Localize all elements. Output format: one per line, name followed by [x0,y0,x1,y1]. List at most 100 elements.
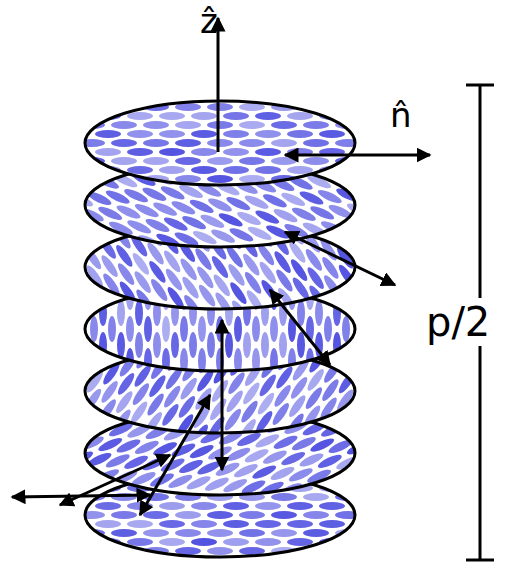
molecule [209,378,230,404]
disc-outline [85,287,355,371]
molecule [126,218,153,236]
molecule [191,538,217,546]
molecule [324,316,332,342]
molecule [241,380,262,406]
molecule [207,139,233,147]
molecule [90,316,98,342]
disc-fill [85,163,355,247]
molecule [175,157,201,165]
molecule [180,316,188,342]
molecule [223,148,249,156]
molecule [143,529,169,537]
molecule [270,401,291,427]
molecule [303,529,329,537]
molecule [225,332,233,358]
molecule [99,253,120,279]
molecule [239,157,265,165]
molecule [143,410,164,436]
molecule [127,130,153,138]
molecule [333,332,341,358]
molecule [176,394,197,420]
molecule [288,348,296,374]
molecule [171,332,179,358]
molecule [159,520,185,528]
molecule [178,376,199,402]
molecule [162,215,189,233]
molecule [130,381,151,407]
molecule [132,363,153,389]
molecule [207,332,215,358]
pitch-label: p/2 [424,298,492,346]
molecule [207,121,233,129]
disc-layer [68,407,373,499]
molecule [271,529,297,537]
molecule [198,316,206,342]
molecule [108,316,116,342]
molecule [126,316,134,342]
molecule [127,148,153,156]
molecule [191,520,217,528]
molecule [115,261,136,287]
molecule [95,130,121,138]
molecule [147,259,168,285]
molecule [144,348,152,374]
molecule [305,265,326,291]
molecule [297,300,305,326]
molecule [239,399,260,425]
molecule-group [68,407,373,499]
molecule [159,148,185,156]
molecule [175,529,201,537]
molecule [161,384,182,410]
molecule [127,502,153,510]
molecule [287,502,313,510]
molecule [287,130,313,138]
molecule [287,112,313,120]
disc-outline [85,411,355,495]
disc-stack [68,101,373,557]
molecule [159,502,185,510]
molecule [145,392,166,418]
director-arrow [221,320,224,470]
molecule [297,332,305,358]
molecule [255,130,281,138]
molecule [209,254,230,280]
molecule [228,226,255,244]
molecule [175,121,201,129]
molecule [228,280,249,306]
director-arrow [12,495,150,497]
molecule [288,375,309,401]
molecule [211,272,232,298]
molecule [207,529,233,537]
molecule [133,201,160,219]
molecule [255,148,281,156]
molecule [207,547,233,555]
molecule [257,372,278,398]
molecule [160,402,181,428]
molecule [191,130,217,138]
molecule [111,157,137,165]
molecule [115,371,136,397]
molecule [180,275,201,301]
molecule [226,262,247,288]
molecule [127,538,153,546]
molecule [305,367,326,393]
disc-outline [85,225,355,309]
molecule [239,121,265,129]
molecule [223,130,249,138]
molecule [155,231,182,249]
molecule [135,300,143,326]
molecule [226,370,247,396]
disc-outline [85,473,355,557]
molecule [335,139,361,147]
disc-layer [72,284,368,374]
molecule [191,112,217,120]
molecule [271,157,297,165]
molecule [239,511,265,519]
molecule [117,300,125,326]
molecule [234,316,242,342]
molecule [114,243,135,269]
molecule [79,139,105,147]
molecule [271,511,297,519]
molecule [182,293,203,319]
